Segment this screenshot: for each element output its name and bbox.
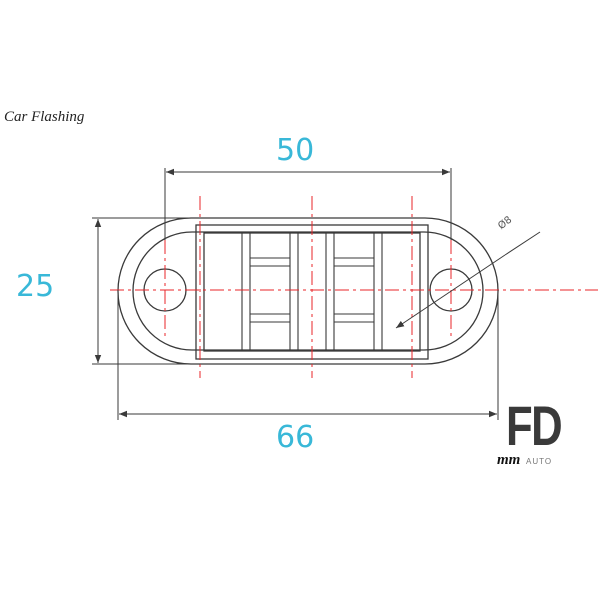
inner-housing bbox=[132, 231, 484, 351]
dimension-label-50: 50 bbox=[276, 133, 315, 168]
outer-housing bbox=[117, 217, 499, 365]
watermark-logo: FD bbox=[506, 394, 563, 457]
housing-outline bbox=[117, 217, 499, 365]
center-lines bbox=[110, 196, 598, 378]
dimension-label-25: 25 bbox=[16, 269, 55, 304]
led-grid bbox=[241, 233, 383, 351]
dimension-lines bbox=[92, 168, 541, 420]
watermark-subtext: AUTO bbox=[526, 457, 553, 466]
leader-hole-diameter-tail bbox=[504, 231, 541, 256]
unit-label: mm bbox=[497, 452, 521, 468]
leader-hole-diameter bbox=[395, 254, 506, 329]
drawing-title: Car Flashing bbox=[4, 109, 85, 125]
dimension-label-66: 66 bbox=[276, 420, 315, 455]
